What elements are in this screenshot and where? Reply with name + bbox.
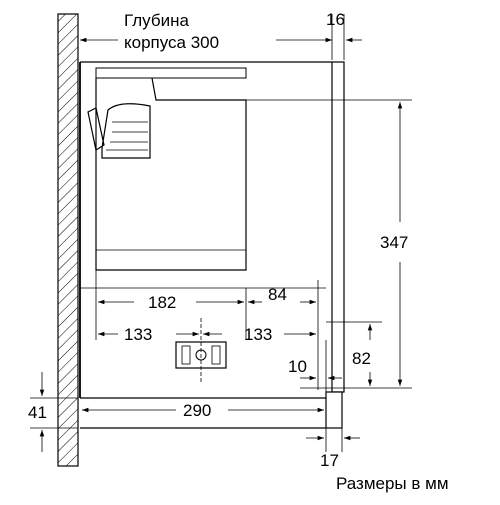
- cabinet-outline: [79, 61, 345, 429]
- dim-16: 16: [326, 10, 345, 29]
- dim-182: 182: [148, 293, 176, 312]
- dimension-lines: [30, 14, 412, 452]
- dim-133-right: 133: [244, 325, 272, 344]
- depth-title-line1: Глубина: [124, 11, 189, 30]
- dim-290: 290: [183, 401, 211, 420]
- dim-17: 17: [320, 451, 339, 470]
- dim-41: 41: [28, 403, 47, 422]
- mounting-bracket: [175, 318, 227, 384]
- dim-84: 84: [268, 285, 287, 304]
- units-note: Размеры в мм: [336, 474, 449, 493]
- hood-body: [87, 67, 247, 271]
- dim-133-left: 133: [124, 325, 152, 344]
- depth-title-line2: корпуса 300: [124, 33, 219, 52]
- dim-10: 10: [288, 357, 307, 376]
- wall: [57, 13, 79, 467]
- dim-347: 347: [380, 233, 408, 252]
- dim-82: 82: [352, 349, 371, 368]
